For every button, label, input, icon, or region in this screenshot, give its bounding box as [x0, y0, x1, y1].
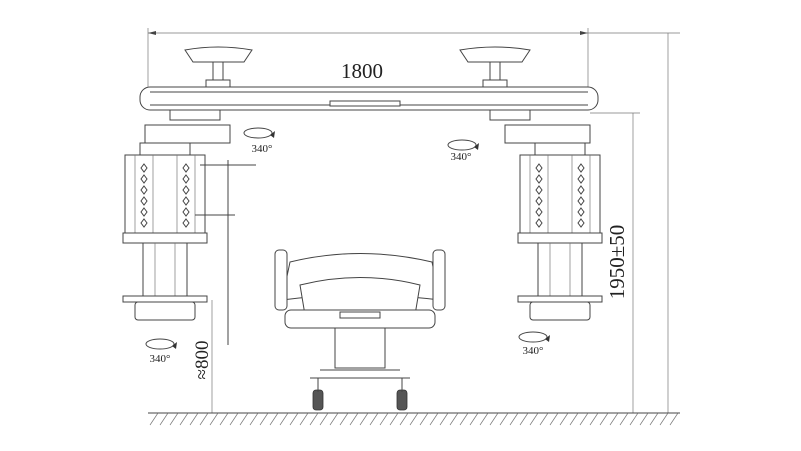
width-label: 1800: [341, 59, 383, 83]
lamp-right: [459, 46, 531, 88]
lamp-left: [184, 46, 253, 88]
hospital-bed: [274, 249, 446, 411]
width-dimension: [147, 28, 680, 90]
rotation-arrow-icon: [518, 331, 550, 343]
pendant-column-left: [122, 142, 208, 321]
height-label: 1950±50: [605, 225, 629, 300]
arm-left: [144, 124, 231, 144]
height-dimension: [211, 33, 669, 413]
rotation-label: 340°: [523, 345, 544, 357]
rotation-label: 340°: [252, 143, 273, 155]
iv-pole: [195, 160, 256, 345]
floor: [148, 412, 680, 426]
ceiling-beam: [139, 86, 599, 121]
rotation-arrow-icon: [145, 338, 177, 350]
arm-right: [504, 124, 591, 144]
rotation-label: 340°: [451, 151, 472, 163]
rotation-arrow-icon: [447, 139, 479, 151]
pendant-column-right: [517, 142, 603, 321]
rotation-arrow-icon: [243, 127, 275, 139]
pole-height-label: ≈800: [192, 341, 213, 380]
rotation-label: 340°: [150, 353, 171, 365]
